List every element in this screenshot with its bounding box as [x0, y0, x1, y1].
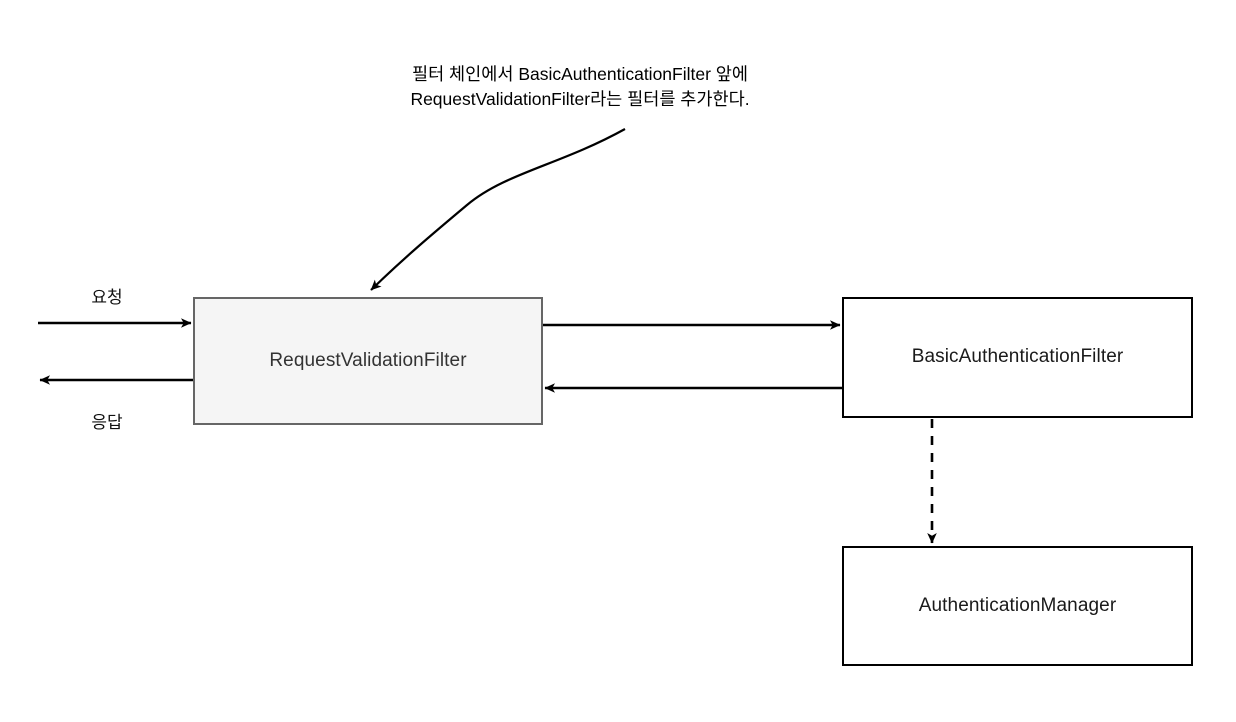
- edge-label-response: 응답: [91, 413, 123, 432]
- node-basic-authentication-filter[interactable]: BasicAuthenticationFilter: [842, 297, 1193, 418]
- node-authentication-manager[interactable]: AuthenticationManager: [842, 546, 1193, 666]
- node-label-authentication-manager: AuthenticationManager: [918, 594, 1117, 616]
- annotation-note-text: 필터 체인에서 BasicAuthenticationFilter 앞에 Req…: [410, 64, 750, 109]
- edge-annotation-pointer: [370, 128, 626, 291]
- node-label-request-validation-filter: RequestValidationFilter: [269, 349, 467, 371]
- node-request-validation-filter[interactable]: RequestValidationFilter: [193, 297, 543, 425]
- node-label-basic-authentication-filter: BasicAuthenticationFilter: [911, 346, 1124, 368]
- edge-label-request: 요청: [91, 288, 123, 307]
